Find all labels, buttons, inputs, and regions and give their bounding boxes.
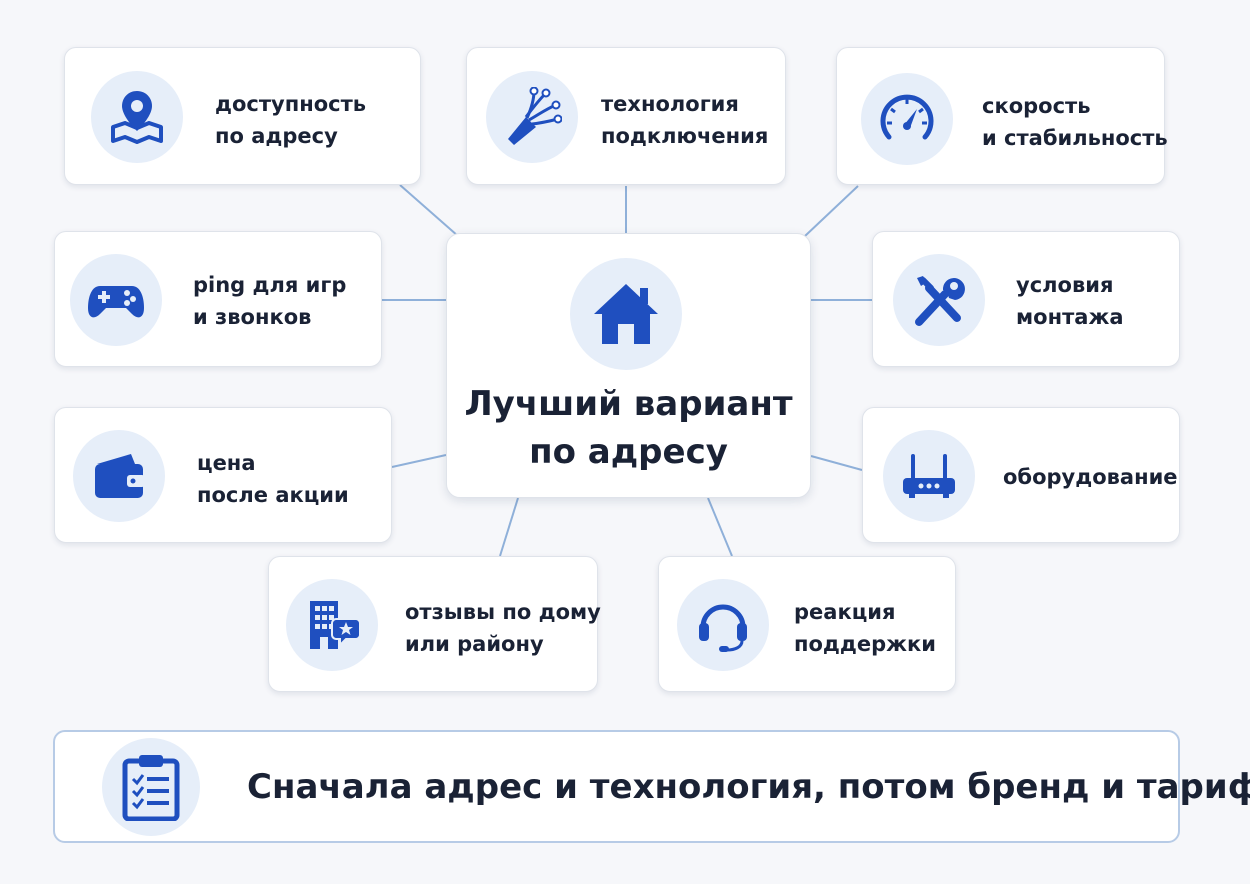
factor-label: доступность по адресу	[215, 92, 367, 148]
factor-label: цена после акции	[197, 451, 349, 507]
building-star-icon	[286, 579, 378, 671]
factor-card-speed: скорость и стабильность	[836, 47, 1168, 185]
headset-icon	[677, 579, 769, 671]
connector-reviews	[499, 497, 519, 557]
factor-card-technology: технология подключения	[466, 47, 786, 185]
factor-label: скорость и стабильность	[982, 94, 1168, 150]
connector-speed	[804, 185, 859, 237]
factor-label: ping для игр и звонков	[193, 273, 347, 329]
factor-label: отзывы по дому или району	[405, 600, 601, 656]
gamepad-icon	[70, 254, 162, 346]
center-title: Лучший вариант по адресу	[464, 384, 793, 472]
factor-label: реакция поддержки	[794, 600, 936, 656]
tools-icon	[893, 254, 985, 346]
connector-support	[707, 497, 733, 557]
factor-label: условия монтажа	[1016, 273, 1124, 329]
factor-card-support: реакция поддержки	[658, 556, 956, 692]
speedometer-icon	[861, 73, 953, 165]
factor-card-equipment: оборудование	[862, 407, 1180, 543]
factor-card-installation: условия монтажа	[872, 231, 1180, 367]
factor-card-address: доступность по адресу	[64, 47, 421, 185]
footer-text: Сначала адрес и технология, потом бренд …	[247, 767, 1250, 807]
checklist-icon	[102, 738, 200, 836]
house-icon	[570, 258, 682, 370]
fiber-cable-icon	[486, 71, 578, 163]
factor-card-ping: ping для игр и звонков	[54, 231, 382, 367]
footer-banner: Сначала адрес и технология, потом бренд …	[53, 730, 1250, 843]
map-pin-icon	[91, 71, 183, 163]
factor-card-reviews: отзывы по дому или району	[268, 556, 601, 692]
center-card: Лучший вариант по адресу	[446, 233, 811, 498]
connector-equipment	[810, 455, 863, 471]
factor-label: технология подключения	[601, 92, 769, 148]
wallet-icon	[73, 430, 165, 522]
router-icon	[883, 430, 975, 522]
factor-label: оборудование	[1003, 465, 1178, 489]
factor-card-price: цена после акции	[54, 407, 392, 543]
connector-price	[391, 454, 447, 468]
connector-address	[399, 184, 459, 237]
